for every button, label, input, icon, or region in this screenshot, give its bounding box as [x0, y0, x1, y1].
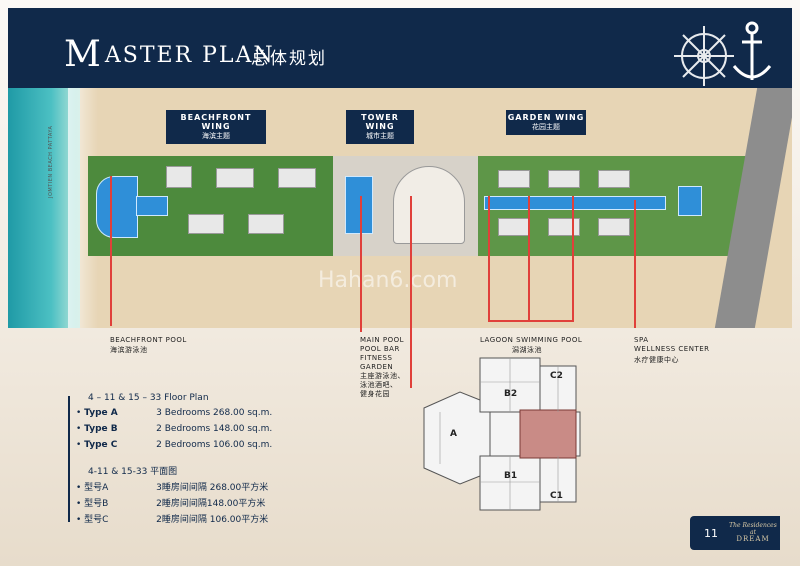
- beachfront-pool: [96, 176, 138, 238]
- core-highlight: [519, 409, 577, 459]
- floor-plan-title: 4 – 11 & 15 – 33 Floor Plan: [88, 393, 209, 403]
- wing-name-cn: 城市主题: [366, 132, 394, 140]
- label-beachfront-pool-cn: 海滨游泳池: [110, 346, 148, 354]
- unit-type: 型号B: [84, 499, 109, 509]
- unit-type: 型号A: [84, 483, 109, 493]
- garden-building: [598, 218, 630, 236]
- tower-wing-tag: TOWER WING 城市主题: [346, 110, 414, 144]
- villa: [166, 166, 192, 188]
- unit-label-b1: B1: [504, 471, 517, 481]
- main-pool: [345, 176, 373, 234]
- label-main-pool: MAIN POOL POOL BAR FITNESS GARDEN: [360, 336, 404, 371]
- villa: [248, 214, 284, 234]
- unit-label-b2: B2: [504, 389, 517, 399]
- garden-wing-tag: GARDEN WING 花园主题: [506, 110, 586, 135]
- garden-wing-area: [478, 156, 760, 256]
- brand-line-3: DREAM: [736, 535, 770, 543]
- watermark: Hahan6.com: [318, 268, 458, 293]
- wing-name-cn: 海滨主题: [202, 132, 230, 140]
- unit-label-a: A: [450, 429, 457, 439]
- tower-wing-area: [333, 156, 478, 256]
- unit-label-c1: C1: [550, 491, 563, 501]
- unit-desc: 2 Bedrooms 106.00 sq.m.: [156, 440, 273, 450]
- pin-spa: [634, 200, 636, 328]
- beachfront-wing-area: [88, 156, 333, 256]
- page-number: 11: [704, 527, 718, 540]
- unit-desc: 2睡房间间隔 106.00平方米: [156, 515, 269, 525]
- unit-desc: 2睡房间间隔148.00平方米: [156, 499, 266, 509]
- unit-type: Type A: [84, 408, 118, 418]
- label-main-pool-cn: 主座游泳池、 泳池酒吧、 健身花园: [360, 372, 405, 398]
- lagoon-pool: [484, 196, 666, 210]
- pin-lagoon-connector: [488, 320, 574, 322]
- tower-podium: [393, 166, 465, 244]
- unit-desc: 2 Bedrooms 148.00 sq.m.: [156, 424, 273, 434]
- garden-building: [598, 170, 630, 188]
- wing-name: TOWER WING: [361, 113, 399, 131]
- page-title-chinese: 总体规划: [251, 49, 327, 69]
- wing-name: BEACHFRONT WING: [180, 113, 252, 131]
- floor-plan-drawing: A B2 B1 C2 C1: [423, 357, 581, 511]
- garden-building: [498, 170, 530, 188]
- label-lagoon-pool-cn: 潟湖泳池: [512, 346, 542, 354]
- villa: [278, 168, 316, 188]
- pin-main-pool: [360, 196, 362, 332]
- pin-lagoon-2: [528, 196, 530, 322]
- pin-main-pool-extension: [410, 196, 412, 388]
- beachfront-pool-channel: [136, 196, 168, 216]
- label-spa-cn: 水疗健康中心: [634, 356, 679, 364]
- garden-building: [498, 218, 530, 236]
- beach-road-label: JOMTIEN BEACH PATTAYA: [48, 125, 54, 198]
- wing-name: GARDEN WING: [507, 113, 585, 122]
- garden-building: [548, 170, 580, 188]
- villa: [216, 168, 254, 188]
- site-plan: [88, 156, 760, 256]
- pin-lagoon-3: [572, 196, 574, 322]
- brand-line-1: The Residences: [729, 522, 777, 529]
- unit-type: Type C: [84, 440, 118, 450]
- brand-logo: The Residences at DREAM: [728, 522, 778, 543]
- garden-building: [548, 218, 580, 236]
- label-spa: SPA WELLNESS CENTER: [634, 336, 710, 353]
- villa: [188, 214, 224, 234]
- aerial-master-plan: JOMTIEN BEACH PATTAYA: [8, 88, 792, 328]
- unit-desc: 3 Bedrooms 268.00 sq.m.: [156, 408, 273, 418]
- beachfront-wing-tag: BEACHFRONT WING 海滨主题: [166, 110, 266, 144]
- unit-desc: 3睡房间间隔 268.00平方米: [156, 483, 269, 493]
- unit-type: 型号C: [84, 515, 109, 525]
- anchor-wheel-icon: [674, 21, 772, 86]
- floor-plan-accent-bar: [68, 396, 70, 522]
- unit-label-c2: C2: [550, 371, 563, 381]
- page-number-box: [690, 516, 780, 550]
- pin-beachfront-pool: [110, 176, 112, 326]
- label-beachfront-pool: BEACHFRONT POOL: [110, 336, 187, 344]
- title-initial: M: [64, 34, 103, 75]
- title-rest: ASTER PLAN: [104, 43, 275, 68]
- page-header: MASTER PLAN 总体规划: [8, 8, 792, 88]
- pin-lagoon-1: [488, 196, 490, 322]
- wing-name-cn: 花园主题: [532, 123, 560, 131]
- unit-type: Type B: [84, 424, 118, 434]
- label-lagoon-pool: LAGOON SWIMMING POOL: [480, 336, 583, 344]
- brand-line-2: at: [750, 529, 756, 536]
- page-title: MASTER PLAN: [64, 34, 275, 75]
- floor-plan-title-cn: 4-11 & 15-33 平面图: [88, 467, 178, 477]
- spa-pool: [678, 186, 702, 216]
